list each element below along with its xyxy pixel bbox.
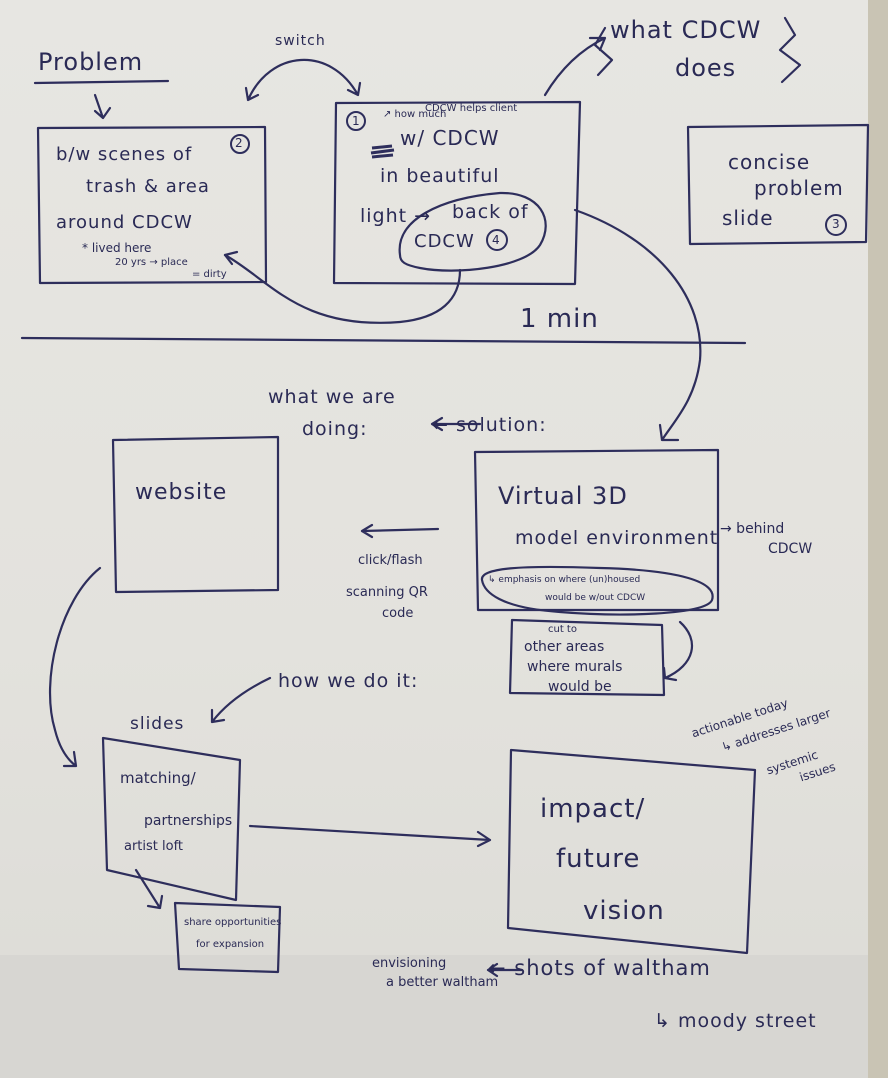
what-does-brace-right (778, 16, 802, 84)
website-to-slides-arrow (48, 566, 102, 768)
wall-edge (868, 0, 888, 1078)
impact-line3: vision (583, 896, 665, 926)
share-line2: for expansion (196, 939, 265, 950)
num-circle-3 (825, 214, 847, 236)
problem-box-note1: * lived here (82, 241, 152, 255)
click-arrow (360, 523, 440, 539)
problem-box (36, 125, 268, 285)
other-areas-line0: cut to (548, 624, 577, 635)
problem-underline (33, 79, 170, 85)
other-areas-line2: where murals (527, 659, 623, 675)
what-we-are-label: what we are (268, 386, 396, 408)
lower-paper-sheet (0, 955, 868, 1078)
envisioning-line1: envisioning (372, 956, 447, 971)
to-solution-arrow (573, 208, 702, 442)
what-cdcw-does-line1: what CDCW (610, 16, 762, 44)
one-min-label: 1 min (520, 304, 599, 334)
solution-label: ← solution: (432, 414, 547, 436)
problem-heading: Problem (38, 48, 144, 76)
num-circle-1 (346, 111, 366, 131)
cdcw-box-num: 1 (352, 114, 360, 128)
cdcw-box-line3a: light → (360, 205, 432, 227)
matching-label: matching/ (120, 769, 196, 787)
emphasis-line1: ↳ emphasis on where (un)housed (488, 575, 641, 585)
artist-loft-arrow (134, 868, 164, 910)
impact-line2: future (556, 844, 641, 874)
slides-to-impact-arrow (248, 824, 492, 848)
problem-box-note2: 20 yrs → place (115, 257, 188, 268)
cdcw-box-line1: w/ CDCW (400, 126, 500, 150)
what-cdcw-does-line2: does (675, 54, 737, 82)
doing-label: doing: (302, 418, 368, 440)
website-box (111, 435, 280, 594)
cdcw-box (332, 100, 582, 286)
artist-loft-label: artist loft (124, 839, 184, 854)
behind-cdcw-line1: → behind (720, 521, 785, 537)
cdcw-box-how2: CDCW helps client (425, 103, 518, 114)
cdcw-box-how1: ↗ how much (383, 109, 447, 120)
virtual-3d-line2: model environment (515, 527, 719, 549)
problem-box-note3: = dirty (192, 269, 227, 280)
scanning-code-label: code (382, 606, 414, 621)
moody-street-label: ↳ moody street (654, 1010, 817, 1032)
other-areas-line1: other areas (524, 639, 605, 655)
shots-label: ← shots of waltham (488, 956, 711, 980)
how-we-do-it-label: how we do it: (278, 670, 419, 692)
virtual-3d-box (473, 448, 720, 612)
cdcw-box-num4: 4 (492, 233, 500, 247)
concise-line1: concise (728, 150, 811, 174)
problem-box-line2: trash & area (86, 176, 210, 197)
concise-num: 3 (832, 217, 840, 231)
solution-arrow-line (430, 416, 482, 432)
emphasis-to-other-arrow (662, 620, 694, 682)
envisioning-line2: a better waltham (386, 975, 499, 990)
concise-box (686, 123, 870, 246)
emphasis-oval (480, 565, 714, 616)
impact-box (506, 748, 757, 955)
share-box (173, 901, 282, 974)
problem-box-line3: around CDCW (56, 212, 193, 233)
partnerships-label: partnerships (144, 813, 233, 829)
problem-down-arrow (93, 93, 112, 120)
cdcw-box-line4: CDCW (414, 231, 475, 252)
problem-box-line1: b/w scenes of (56, 144, 193, 165)
cdcw-box-line3b: back of (452, 201, 529, 223)
note-link-head (223, 250, 239, 266)
slides-box (101, 736, 242, 902)
switch-arrow (244, 58, 362, 102)
switch-label: switch (275, 33, 326, 49)
impact-line1: impact/ (540, 794, 646, 824)
click-flash-label: click/flash (358, 553, 423, 568)
other-areas-line3: would be (548, 679, 612, 695)
problem-box-num: 2 (235, 136, 244, 150)
section-divider (20, 336, 747, 345)
what-does-brace-left (593, 26, 614, 77)
share-line1: share opportunities (184, 917, 282, 928)
other-areas-box (508, 618, 666, 697)
emphasis-line2: would be w/out CDCW (545, 593, 646, 603)
virtual-3d-line1: Virtual 3D (498, 482, 628, 510)
crossed-out-word (370, 144, 395, 159)
shots-arrow (486, 962, 524, 978)
slides-label: slides (130, 714, 185, 734)
num-circle-2 (230, 134, 250, 154)
behind-cdcw-line2: CDCW (768, 541, 813, 557)
scanning-label: scanning QR (346, 585, 428, 600)
website-label: website (135, 480, 228, 505)
back-of-cdcw-oval (398, 191, 547, 272)
concise-line2: problem (754, 176, 844, 200)
how-we-do-it-arrow (210, 676, 272, 724)
concise-line3: slide (722, 206, 774, 230)
num-circle-4 (486, 229, 508, 251)
note-link-curve (223, 253, 462, 324)
cdcw-box-line2: in beautiful (380, 165, 500, 187)
